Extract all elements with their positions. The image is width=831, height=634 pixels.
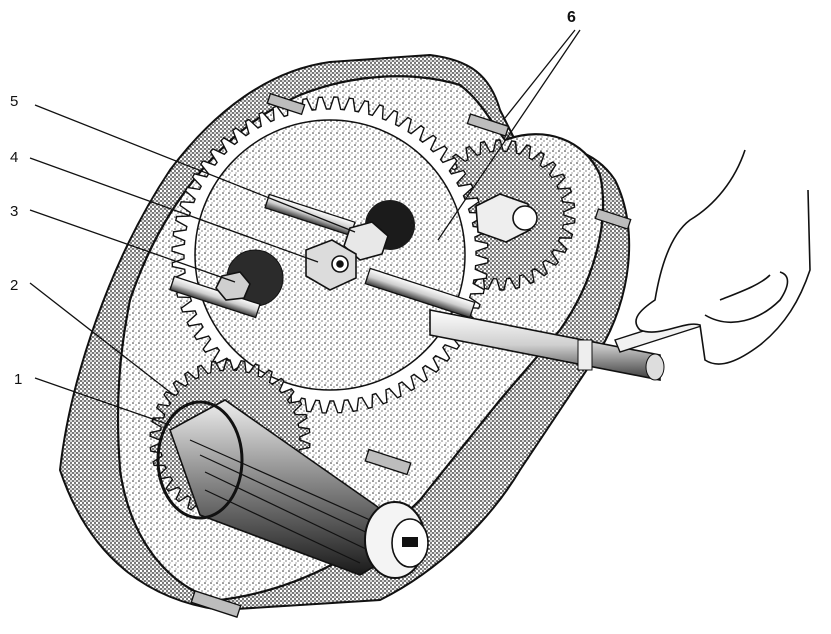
tapered-spindle <box>156 399 429 579</box>
leader-6b <box>437 29 581 241</box>
callout-6: 6 <box>567 9 576 26</box>
stud <box>364 448 412 476</box>
hand <box>635 149 811 365</box>
stud <box>466 113 510 137</box>
wrench-end <box>645 353 665 381</box>
washer-nut <box>305 239 357 291</box>
callout-5: 5 <box>10 93 18 110</box>
finger <box>719 274 771 301</box>
leader-3 <box>29 209 236 283</box>
callouts: 6 5 4 3 2 1 <box>10 9 576 388</box>
callout-3: 3 <box>10 203 18 220</box>
nut-bore-center <box>336 260 344 268</box>
spindle-flutes <box>189 439 373 564</box>
leader-5 <box>34 104 356 233</box>
leader-6a <box>504 29 576 119</box>
leader-4 <box>29 157 319 263</box>
finger <box>704 271 789 323</box>
leader-lines <box>29 29 581 426</box>
spindle-collar <box>156 400 244 520</box>
stud <box>364 267 476 319</box>
callout-4: 4 <box>10 149 18 166</box>
callout-2: 2 <box>10 277 18 294</box>
right-gear-nut <box>475 193 531 243</box>
right-gear-shaft-end <box>512 205 538 231</box>
stud <box>266 92 306 116</box>
leader-1 <box>34 377 171 426</box>
callout-1: 1 <box>14 371 22 388</box>
stud <box>190 590 242 618</box>
wrench-tommy-bar <box>577 339 593 371</box>
nuts <box>215 193 538 301</box>
spindle-slot <box>402 537 418 547</box>
stud <box>594 208 632 230</box>
leader-2 <box>29 282 176 397</box>
